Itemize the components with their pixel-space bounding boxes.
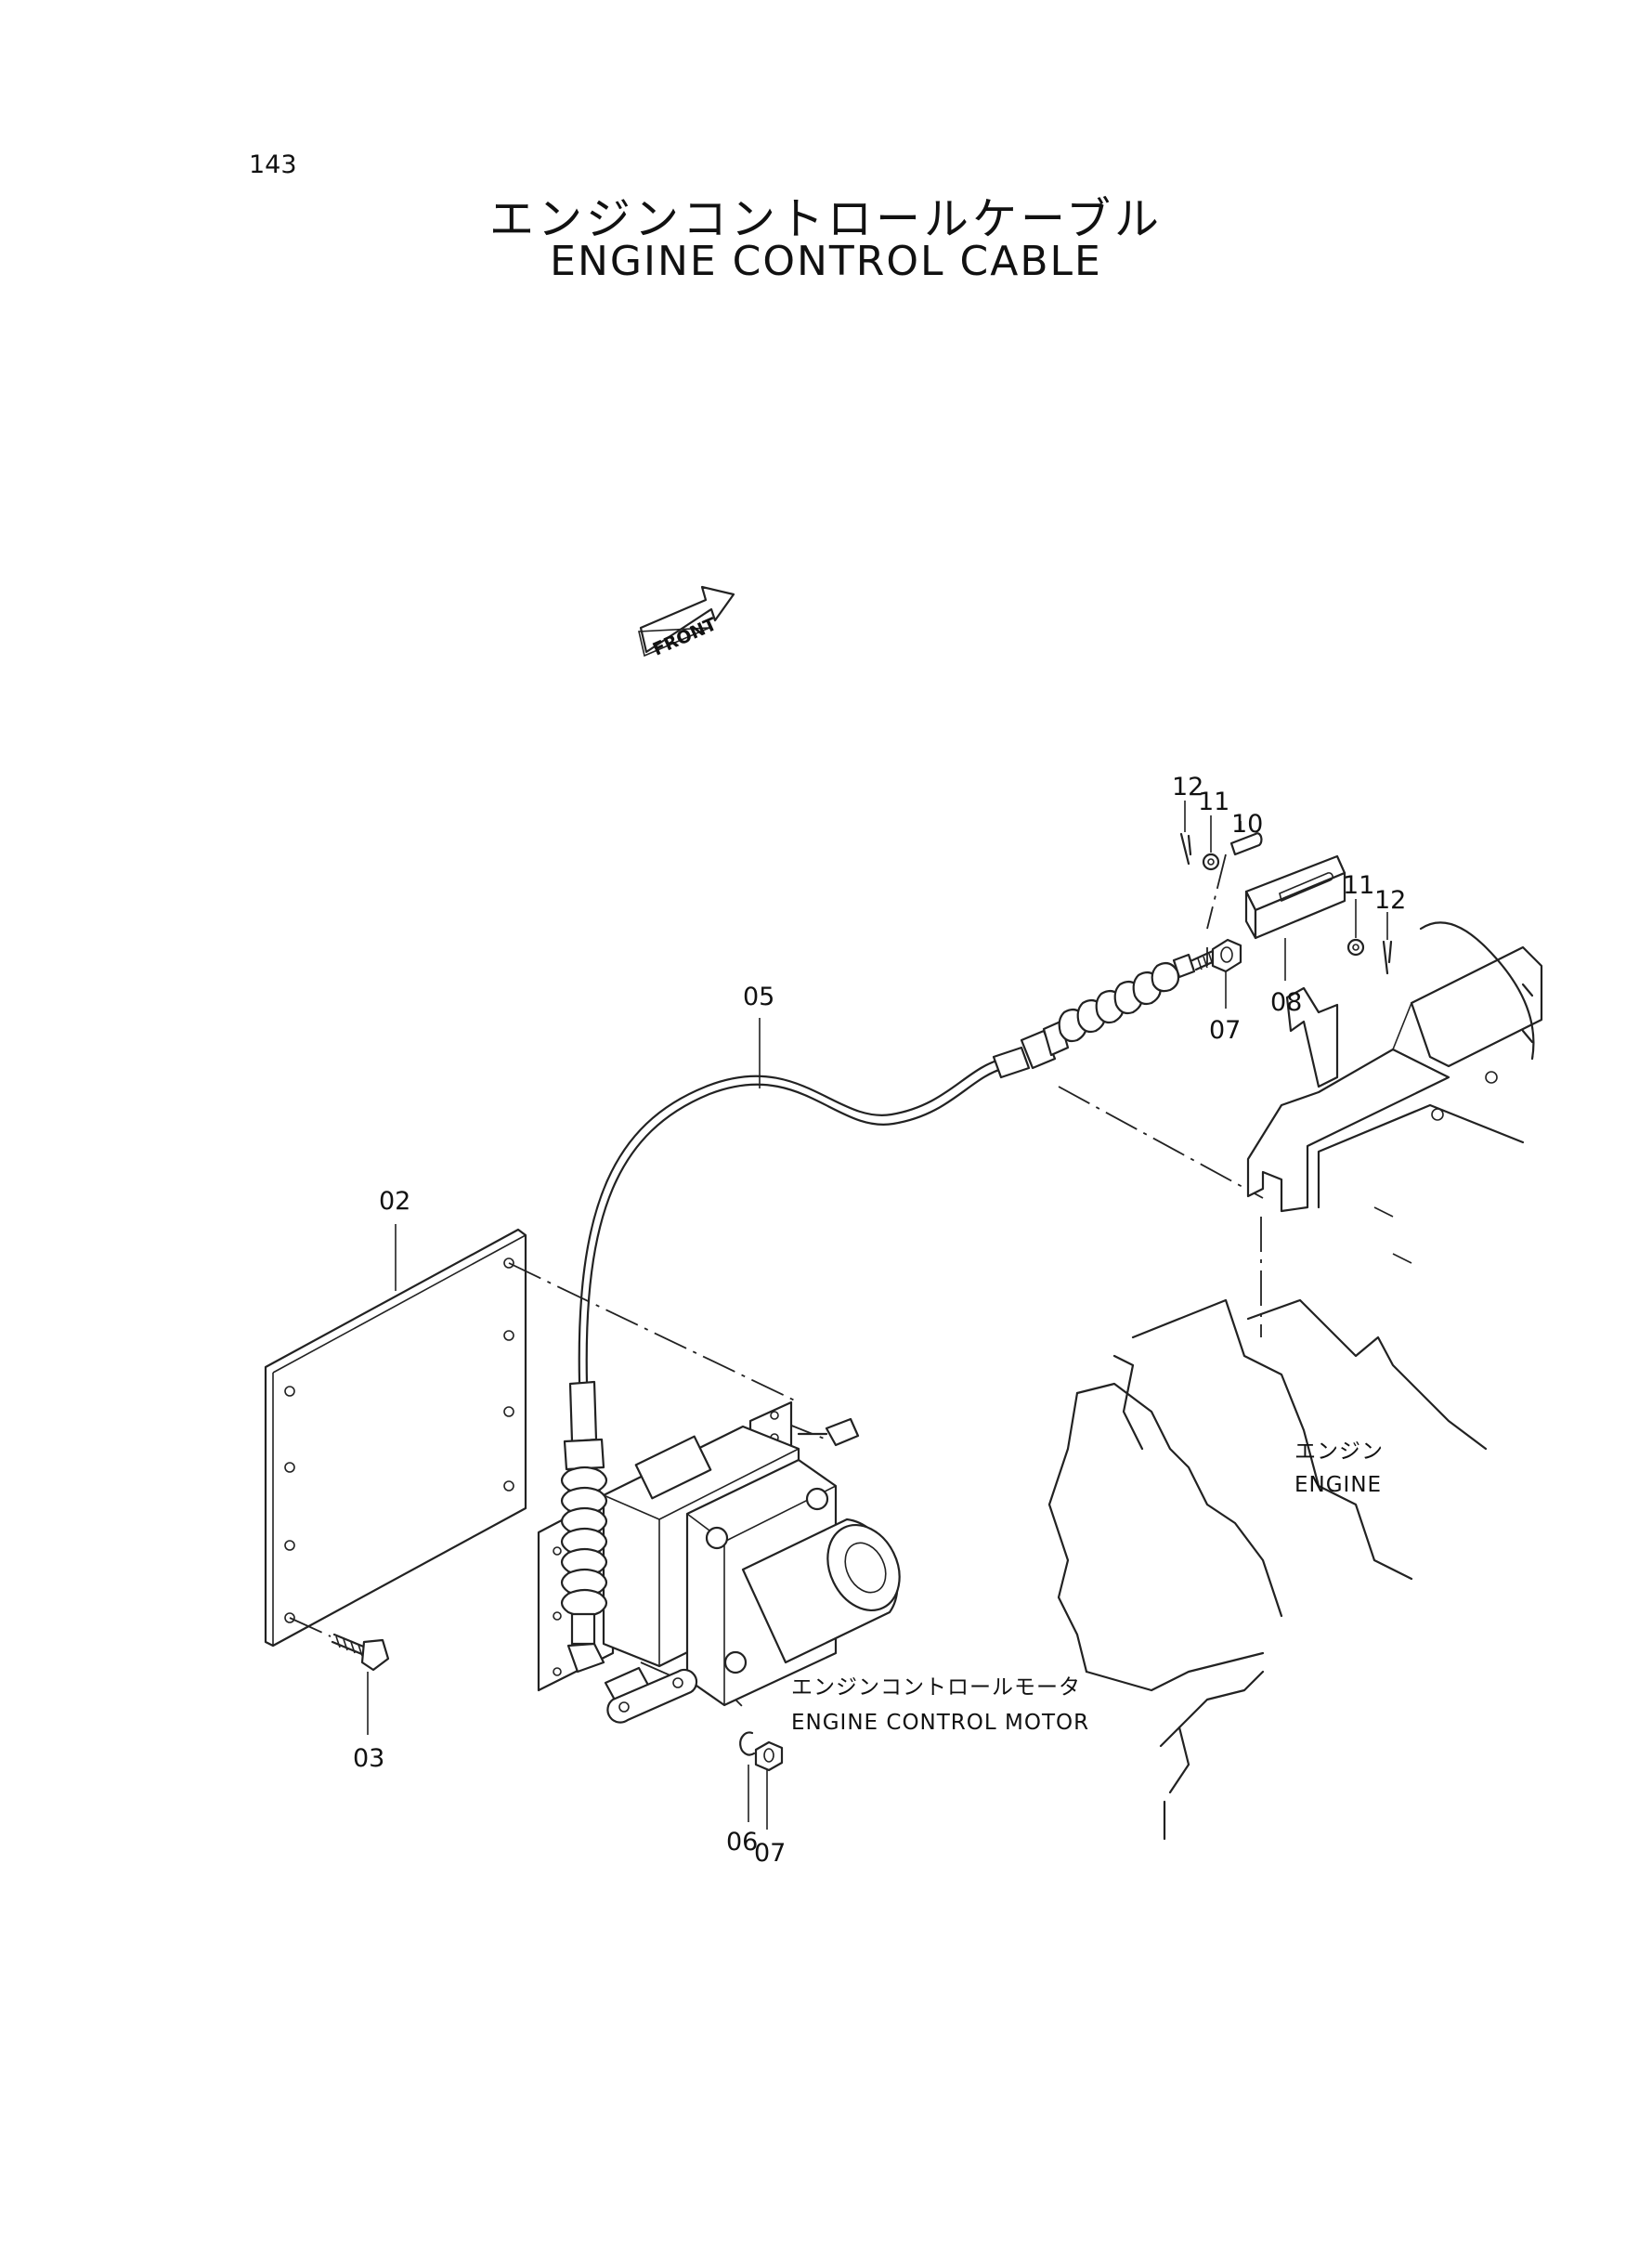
washer-06 [739,1731,756,1756]
nut-07-lower [754,1740,784,1772]
page-number: 143 [249,150,297,179]
callout-11-left: 11 [1198,788,1229,816]
small-hardware-parts [739,832,1393,1772]
pin-10 [1229,832,1263,856]
motor-caption-jp: エンジンコントロールモータ [791,1675,1081,1700]
front-arrow-icon: FRONT [638,585,735,660]
callout-03: 03 [353,1744,384,1773]
callout-07-upper: 07 [1209,1016,1241,1045]
engine-caption-en: ENGINE [1294,1473,1382,1497]
bolt-part [331,1633,390,1672]
split-pin-12-left [1179,832,1192,866]
component-captions: エンジン ENGINE エンジンコントロールモータ ENGINE CONTROL… [791,1440,1384,1735]
motor-caption-en: ENGINE CONTROL MOTOR [791,1711,1089,1735]
engine-caption-jp: エンジン [1294,1440,1384,1464]
callout-08: 08 [1270,988,1302,1017]
leader-lines [367,801,1388,1830]
mounting-plate-part [264,1228,527,1648]
washer-11-right [1346,938,1365,957]
callout-12-left: 12 [1172,773,1203,801]
callout-12-right: 12 [1374,886,1406,915]
callout-05: 05 [743,983,774,1011]
callout-07-lower: 07 [754,1839,786,1868]
nut-07-upper [1211,938,1242,973]
callout-06: 06 [726,1828,758,1857]
callout-labels: 02 03 05 06 07 07 08 10 11 11 12 12 [353,773,1406,1868]
washer-11-left [1202,853,1220,871]
title-japanese: エンジンコントロールケーブル [488,193,1164,245]
split-pin-12-right [1382,940,1393,975]
engine-control-motor-part [602,1417,901,1724]
engine-outline [1047,921,1543,1841]
callout-10: 10 [1231,810,1263,839]
callout-02: 02 [379,1187,410,1216]
title-english: ENGINE CONTROL CABLE [550,238,1102,285]
callout-11-right: 11 [1343,871,1374,900]
